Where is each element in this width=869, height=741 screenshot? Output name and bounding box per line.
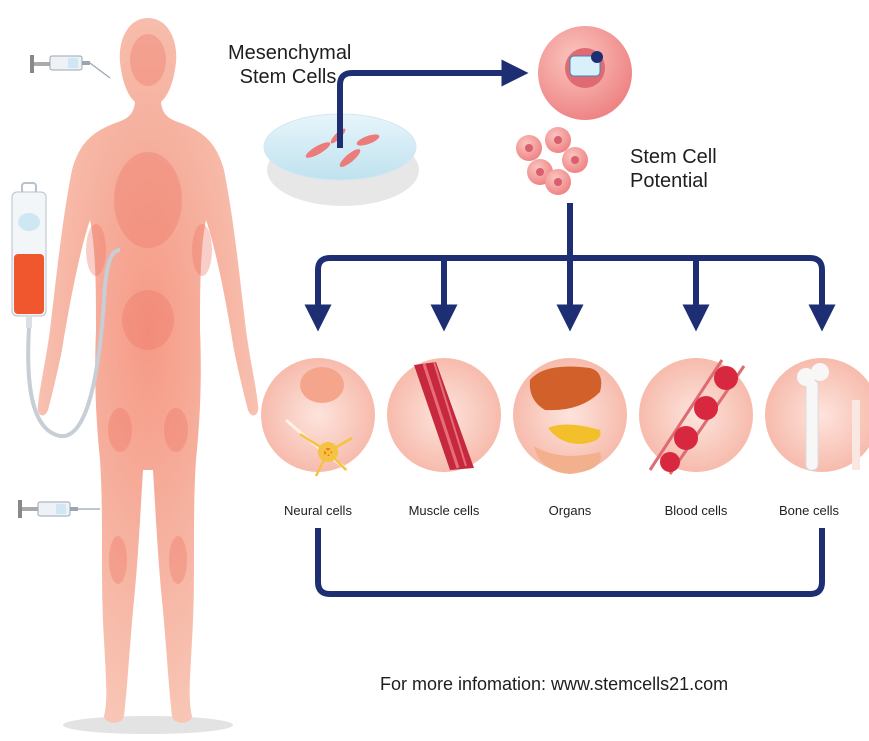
neural-cells-label: Neural cells: [258, 503, 378, 518]
bone-cells-label: Bone cells: [749, 503, 869, 518]
organs-label: Organs: [510, 503, 630, 518]
distribution-arrows: [318, 203, 822, 318]
mesenchymal-label-line2: Stem Cells: [228, 65, 348, 89]
footer-info-link: For more infomation: www.stemcells21.com: [380, 674, 850, 695]
cell-type-circle-blood: [639, 358, 753, 474]
stem-cell-potential-label: Stem Cell Potential: [630, 145, 790, 193]
syringe-icon: [18, 500, 100, 518]
cell-type-circle-neural: [261, 358, 375, 476]
syringe-icon: [30, 55, 110, 78]
human-body-figure: [38, 18, 259, 734]
cell-type-circle-bone: [765, 358, 869, 472]
muscle-cells-label: Muscle cells: [384, 503, 504, 518]
cell-type-circle-muscle: [387, 358, 501, 472]
mesenchymal-label: Mesenchymal Stem Cells: [228, 41, 348, 89]
mesenchymal-label-line1: Mesenchymal: [228, 41, 348, 65]
blood-cells-label: Blood cells: [636, 503, 756, 518]
bottom-connector: [318, 528, 822, 594]
cell-type-circle-organs: [513, 358, 627, 474]
stem-cell-cluster: [516, 127, 588, 195]
